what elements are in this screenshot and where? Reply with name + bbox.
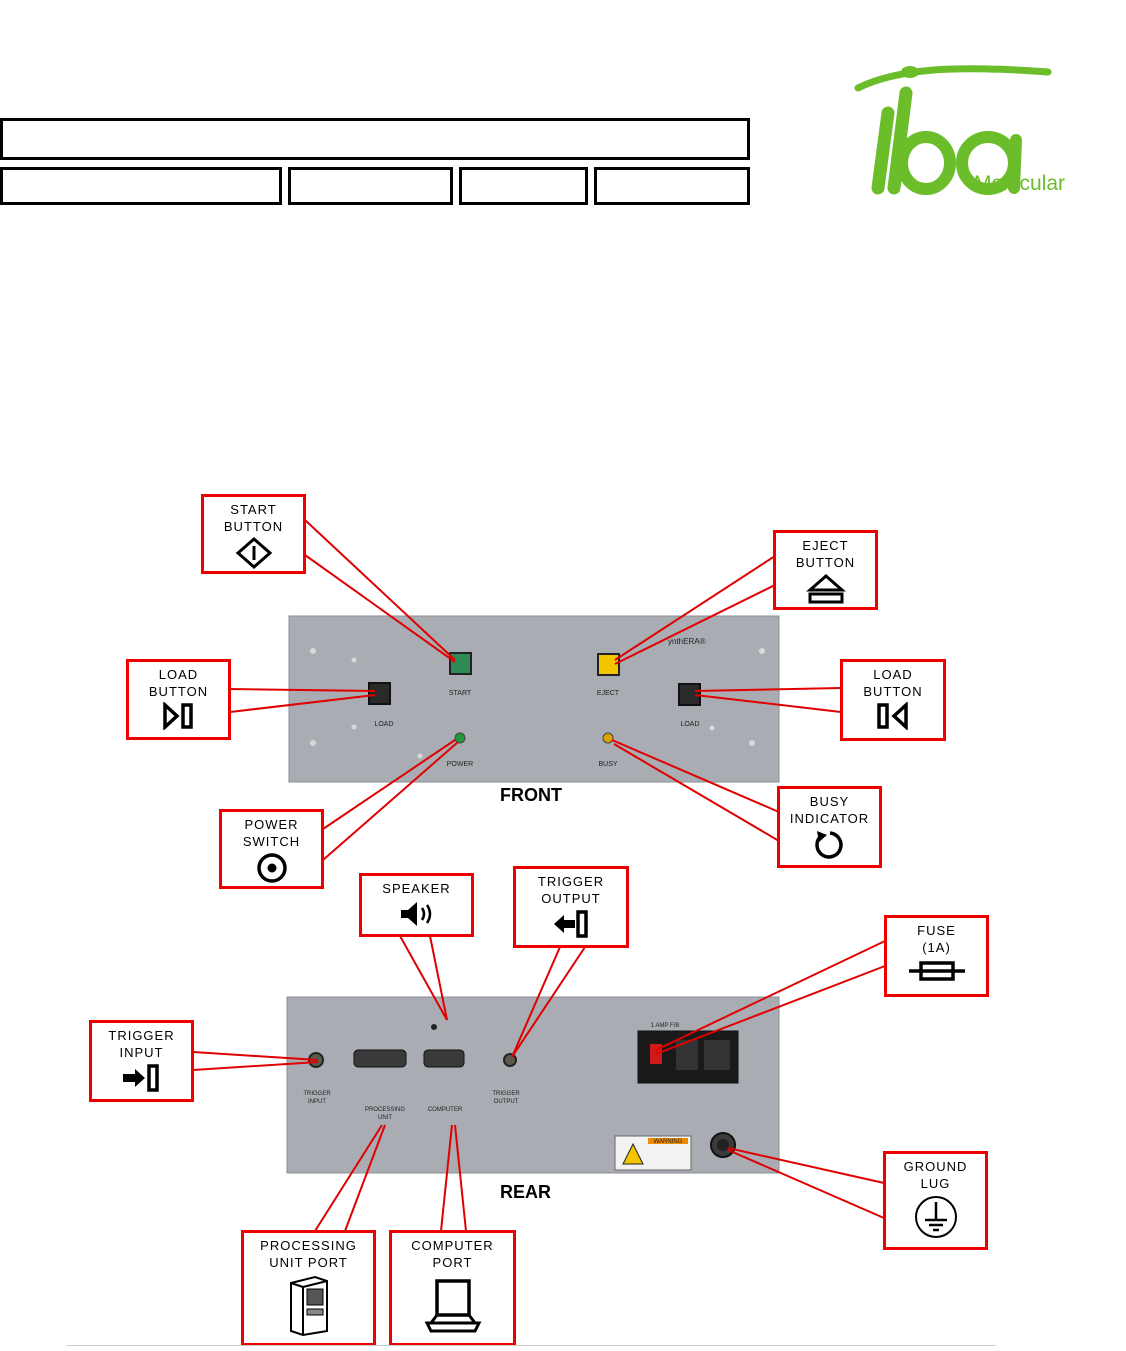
callout-start-button: START BUTTON [201,494,306,574]
callout-load-button-right-label: LOAD BUTTON [843,666,943,700]
start-button [450,653,471,674]
processing-unit-icon [285,1273,333,1337]
callout-eject-button: EJECT BUTTON [773,530,878,610]
trigger-output-jack [504,1054,516,1066]
brand-text: ynthERA® [668,638,705,646]
front-label-load-right: LOAD [674,721,706,729]
callout-ground-lug-label: GROUND LUG [886,1158,985,1192]
callout-ground-lug: GROUND LUG [883,1151,988,1250]
callout-computer-port: COMPUTER PORT [389,1230,516,1346]
callout-power-switch-label: POWER SWITCH [222,816,321,850]
callout-processing-unit-port: PROCESSING UNIT PORT [241,1230,376,1346]
callout-trigger-output: TRIGGER OUTPUT [513,866,629,948]
callout-processing-unit-port-label: PROCESSING UNIT PORT [244,1237,373,1271]
front-panel [289,616,779,782]
callout-busy-indicator: BUSY INDICATOR [777,786,882,868]
busy-rotate-icon [812,829,848,861]
rear-label-computer: COMPUTER [420,1106,470,1114]
callout-speaker: SPEAKER [359,873,474,937]
rear-label-fuse-rating: 1 AMP F/B [638,1022,692,1030]
callout-speaker-label: SPEAKER [362,880,471,897]
trigger-output-icon [551,909,591,939]
start-icon [236,537,272,569]
rear-title: REAR [500,1182,551,1203]
front-label-power: POWER [440,761,480,769]
busy-led [603,733,613,743]
rear-label-trigger-input: TRIGGER INPUT [296,1090,338,1106]
load-button-left [369,683,390,704]
fuse-icon [907,958,967,984]
callout-fuse: FUSE (1A) [884,915,989,997]
callout-trigger-output-label: TRIGGER OUTPUT [516,873,626,907]
rear-panel [287,997,779,1173]
computer-connector [424,1050,464,1067]
callout-power-switch: POWER SWITCH [219,809,324,889]
power-switch-icon [254,852,290,884]
callout-start-button-label: START BUTTON [204,501,303,535]
eject-icon [806,573,846,605]
callout-trigger-input: TRIGGER INPUT [89,1020,194,1102]
processing-unit-connector [354,1050,406,1067]
ground-icon [913,1194,959,1240]
callout-fuse-label: FUSE (1A) [887,922,986,956]
front-label-busy: BUSY [590,761,626,769]
footer-rule [66,1345,996,1346]
load-right-icon [161,702,197,730]
rear-label-warning: WARNING [648,1138,688,1146]
rear-label-processing-unit: PROCESSING UNIT [358,1106,412,1122]
callout-trigger-input-label: TRIGGER INPUT [92,1027,191,1061]
front-label-load-left: LOAD [368,721,400,729]
front-title: FRONT [500,785,562,806]
front-label-eject: EJECT [592,690,624,698]
callout-load-button-right: LOAD BUTTON [840,659,946,741]
speaker-icon [397,899,437,929]
front-label-start: START [444,690,476,698]
load-left-icon [875,702,911,730]
trigger-input-icon [120,1063,164,1093]
power-led [455,733,465,743]
callout-load-button-left-label: LOAD BUTTON [129,666,228,700]
rear-label-trigger-output: TRIGGER OUTPUT [484,1090,528,1106]
callout-eject-button-label: EJECT BUTTON [776,537,875,571]
computer-icon [423,1273,483,1337]
callout-busy-indicator-label: BUSY INDICATOR [780,793,879,827]
callout-computer-port-label: COMPUTER PORT [392,1237,513,1271]
callout-load-button-left: LOAD BUTTON [126,659,231,740]
